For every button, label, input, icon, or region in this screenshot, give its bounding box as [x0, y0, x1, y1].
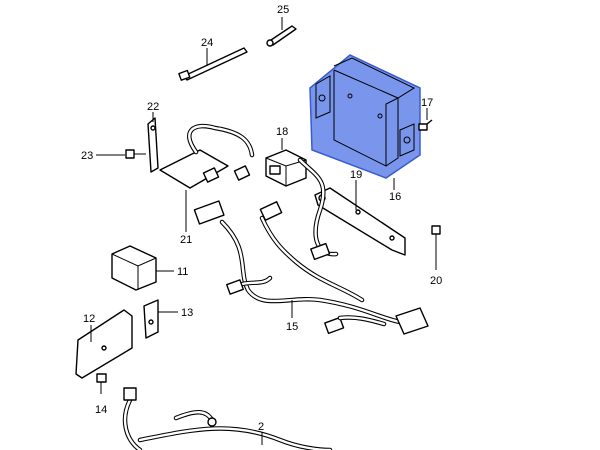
part-12-plate-bracket[interactable]	[75, 309, 133, 379]
callout-21: 21	[180, 234, 192, 246]
callout-12: 12	[83, 313, 95, 325]
callout-19: 19	[350, 169, 362, 181]
callout-20: 20	[430, 275, 442, 287]
part-2-bottom-harness[interactable]	[122, 387, 333, 450]
callout-11: 11	[177, 266, 188, 278]
callout-17: 17	[421, 97, 433, 109]
part-16-control-module[interactable]	[309, 54, 421, 179]
callout-13: 13	[181, 307, 193, 319]
callout-2: 2	[258, 421, 264, 433]
callout-24: 24	[201, 37, 213, 49]
part-22-bracket[interactable]	[147, 117, 159, 173]
part-21-harness[interactable]	[159, 123, 255, 225]
part-23-bolt[interactable]	[125, 149, 146, 159]
callout-16: 16	[389, 191, 401, 203]
part-20-screw[interactable]	[431, 225, 441, 244]
callout-14: 14	[95, 404, 107, 416]
part-13-bracket[interactable]	[143, 299, 159, 339]
part-14-bolt[interactable]	[96, 373, 107, 394]
callout-22: 22	[147, 101, 159, 113]
part-11-relay[interactable]	[111, 245, 157, 291]
callout-18: 18	[276, 126, 288, 138]
callout-25: 25	[277, 4, 289, 16]
callout-15: 15	[286, 321, 298, 333]
callout-23: 23	[81, 150, 93, 162]
part-25-clip[interactable]	[266, 25, 297, 47]
part-15-main-harness[interactable]	[219, 157, 429, 335]
part-17-screw[interactable]	[418, 119, 433, 131]
part-24-cable-tie[interactable]	[178, 47, 248, 81]
part-18-switch[interactable]	[265, 149, 307, 187]
